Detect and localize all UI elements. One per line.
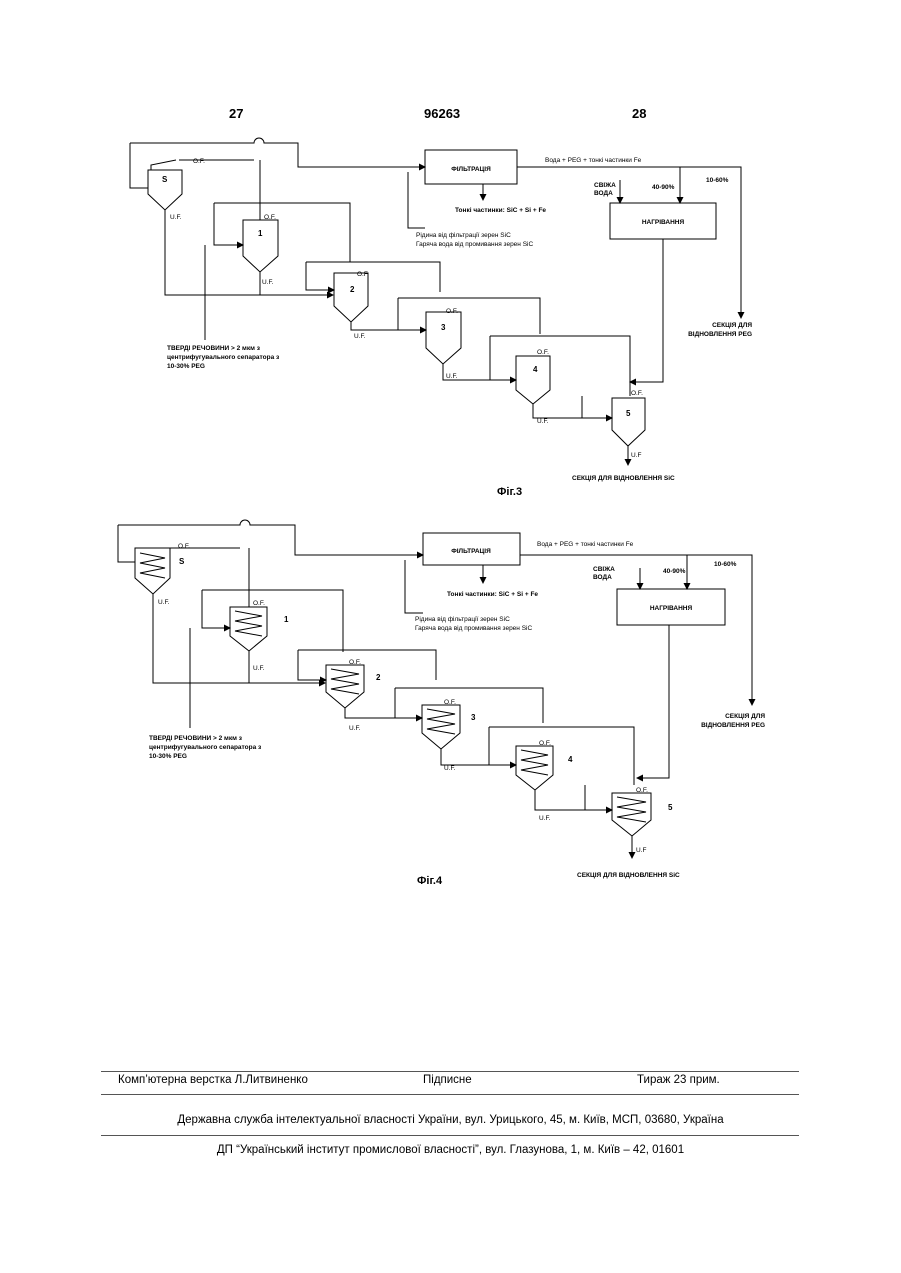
fines-label: Тонкі частинки: SiC + Si + Fe	[455, 206, 546, 214]
fig4-caption: Фіг.4	[417, 875, 443, 887]
figure-3-labels: Вода + PEG + тонкі частинки Fe Тонкі час…	[162, 156, 752, 498]
svg-text:ФІЛЬТРАЦІЯ: ФІЛЬТРАЦІЯ	[451, 548, 491, 555]
svg-text:Вода + PEG + тонкі частинки Fe: Вода + PEG + тонкі частинки Fe	[537, 540, 634, 548]
svg-text:ТВЕРДІ РЕЧОВИНИ > 2 мкм з: ТВЕРДІ РЕЧОВИНИ > 2 мкм з	[149, 735, 243, 742]
heating-label: НАГРІВАННЯ	[642, 219, 685, 226]
figure-3: ФІЛЬТРАЦІЯ НАГРІВАННЯ	[130, 138, 741, 465]
svg-text:10-60%: 10-60%	[714, 561, 737, 568]
return-label-2: Гаряча вода від промивання зерен SiC	[416, 240, 533, 248]
svg-text:U.F.: U.F.	[262, 279, 274, 286]
svg-text:U.F.: U.F.	[444, 765, 456, 772]
institute-line: ДП “Український інститут промислової вла…	[0, 1144, 901, 1156]
svg-text:U.F.: U.F.	[253, 665, 265, 672]
fig3-caption: Фіг.3	[497, 486, 522, 498]
svg-text:U.F.: U.F.	[349, 725, 361, 732]
svg-text:U.F: U.F	[636, 847, 647, 854]
svg-text:O.F.: O.F.	[539, 740, 551, 747]
copies-label: Тираж 23 прим.	[637, 1074, 720, 1086]
peg-section-2: ВІДНОВЛЕННЯ PEG	[688, 331, 752, 338]
svg-text:U.F.: U.F.	[446, 373, 458, 380]
footer-rule-middle	[101, 1094, 799, 1095]
svg-text:10-30% PEG: 10-30% PEG	[149, 753, 187, 760]
svg-text:U.F.: U.F.	[158, 599, 170, 606]
thickener-3	[426, 312, 461, 364]
svg-text:O.F.: O.F.	[253, 600, 265, 607]
svg-text:ВОДА: ВОДА	[593, 574, 612, 581]
svg-text:U.F.: U.F.	[537, 418, 549, 425]
svg-text:2: 2	[376, 673, 381, 682]
svg-text:S: S	[179, 557, 185, 566]
svg-text:1: 1	[284, 615, 289, 624]
svg-text:2: 2	[350, 285, 355, 294]
pct-10-60: 10-60%	[706, 177, 729, 184]
svg-text:U.F.: U.F.	[354, 333, 366, 340]
signed-label: Підписне	[423, 1074, 472, 1086]
svg-text:O.F.: O.F.	[357, 271, 369, 278]
solids-label-2: центрифугувального сепаратора з	[167, 354, 280, 361]
svg-text:O.F.: O.F.	[178, 543, 190, 550]
svg-text:5: 5	[626, 409, 631, 418]
solids-label-3: 10-30% PEG	[167, 363, 205, 370]
sic-section: СЕКЦІЯ ДЛЯ ВІДНОВЛЕННЯ SiC	[572, 475, 675, 482]
svg-text:3: 3	[441, 323, 446, 332]
thickener-2	[334, 273, 368, 322]
svg-text:O.F.: O.F.	[349, 659, 361, 666]
svg-text:O.F.: O.F.	[636, 787, 648, 794]
thickener-4	[516, 356, 550, 404]
svg-text:СЕКЦІЯ ДЛЯ: СЕКЦІЯ ДЛЯ	[725, 713, 765, 720]
svg-text:центрифугувального сепаратора: центрифугувального сепаратора з	[149, 744, 262, 751]
agency-line: Державна служба інтелектуальної власност…	[0, 1114, 901, 1126]
footer-rule-bottom	[101, 1135, 799, 1136]
return-label-1: Рідина від фільтрації зерен SiC	[416, 231, 511, 239]
svg-text:СВІЖА: СВІЖА	[593, 566, 615, 573]
svg-text:НАГРІВАННЯ: НАГРІВАННЯ	[650, 605, 693, 612]
thickener-1	[243, 220, 278, 272]
svg-text:U.F.: U.F.	[170, 214, 182, 221]
svg-text:O.F.: O.F.	[446, 308, 458, 315]
svg-text:U.F.: U.F.	[539, 815, 551, 822]
peg-section-1: СЕКЦІЯ ДЛЯ	[712, 322, 752, 329]
svg-text:S: S	[162, 175, 168, 184]
svg-text:СЕКЦІЯ ДЛЯ ВІДНОВЛЕННЯ SiC: СЕКЦІЯ ДЛЯ ВІДНОВЛЕННЯ SiC	[577, 872, 680, 879]
svg-text:Рідина від фільтрації зерен Si: Рідина від фільтрації зерен SiC	[415, 615, 510, 623]
svg-text:Гаряча вода від промивання зер: Гаряча вода від промивання зерен SiC	[415, 624, 532, 632]
thickener-5	[612, 398, 645, 446]
svg-text:O.F.: O.F.	[444, 699, 456, 706]
pct-40-90: 40-90%	[652, 184, 675, 191]
svg-text:40-90%: 40-90%	[663, 568, 686, 575]
fresh-water-2: ВОДА	[594, 190, 613, 197]
svg-text:3: 3	[471, 713, 476, 722]
filtrate-label: Вода + PEG + тонкі частинки Fe	[545, 156, 642, 164]
svg-text:4: 4	[533, 365, 538, 374]
svg-text:O.F.: O.F.	[631, 390, 643, 397]
figure-4: ФІЛЬТРАЦІЯ НАГРІВАННЯ	[118, 520, 752, 858]
svg-text:Тонкі частинки: SiC + Si + Fe: Тонкі частинки: SiC + Si + Fe	[447, 590, 538, 598]
svg-text:5: 5	[668, 803, 673, 812]
svg-text:O.F.: O.F.	[264, 214, 276, 221]
footer-rule-top	[101, 1071, 799, 1072]
fresh-water-1: СВІЖА	[594, 182, 616, 189]
solids-label-1: ТВЕРДІ РЕЧОВИНИ > 2 мкм з	[167, 345, 261, 352]
svg-text:4: 4	[568, 755, 573, 764]
svg-text:O.F.: O.F.	[537, 349, 549, 356]
svg-text:U.F: U.F	[631, 452, 642, 459]
layout-credit: Комп’ютерна верстка Л.Литвиненко	[118, 1074, 308, 1086]
svg-text:1: 1	[258, 229, 263, 238]
svg-text:ВІДНОВЛЕННЯ PEG: ВІДНОВЛЕННЯ PEG	[701, 722, 765, 729]
figure-4-labels: Вода + PEG + тонкі частинки Fe Тонкі час…	[149, 540, 765, 887]
filtration-label: ФІЛЬТРАЦІЯ	[451, 166, 491, 173]
svg-text:O.F.: O.F.	[193, 158, 205, 165]
